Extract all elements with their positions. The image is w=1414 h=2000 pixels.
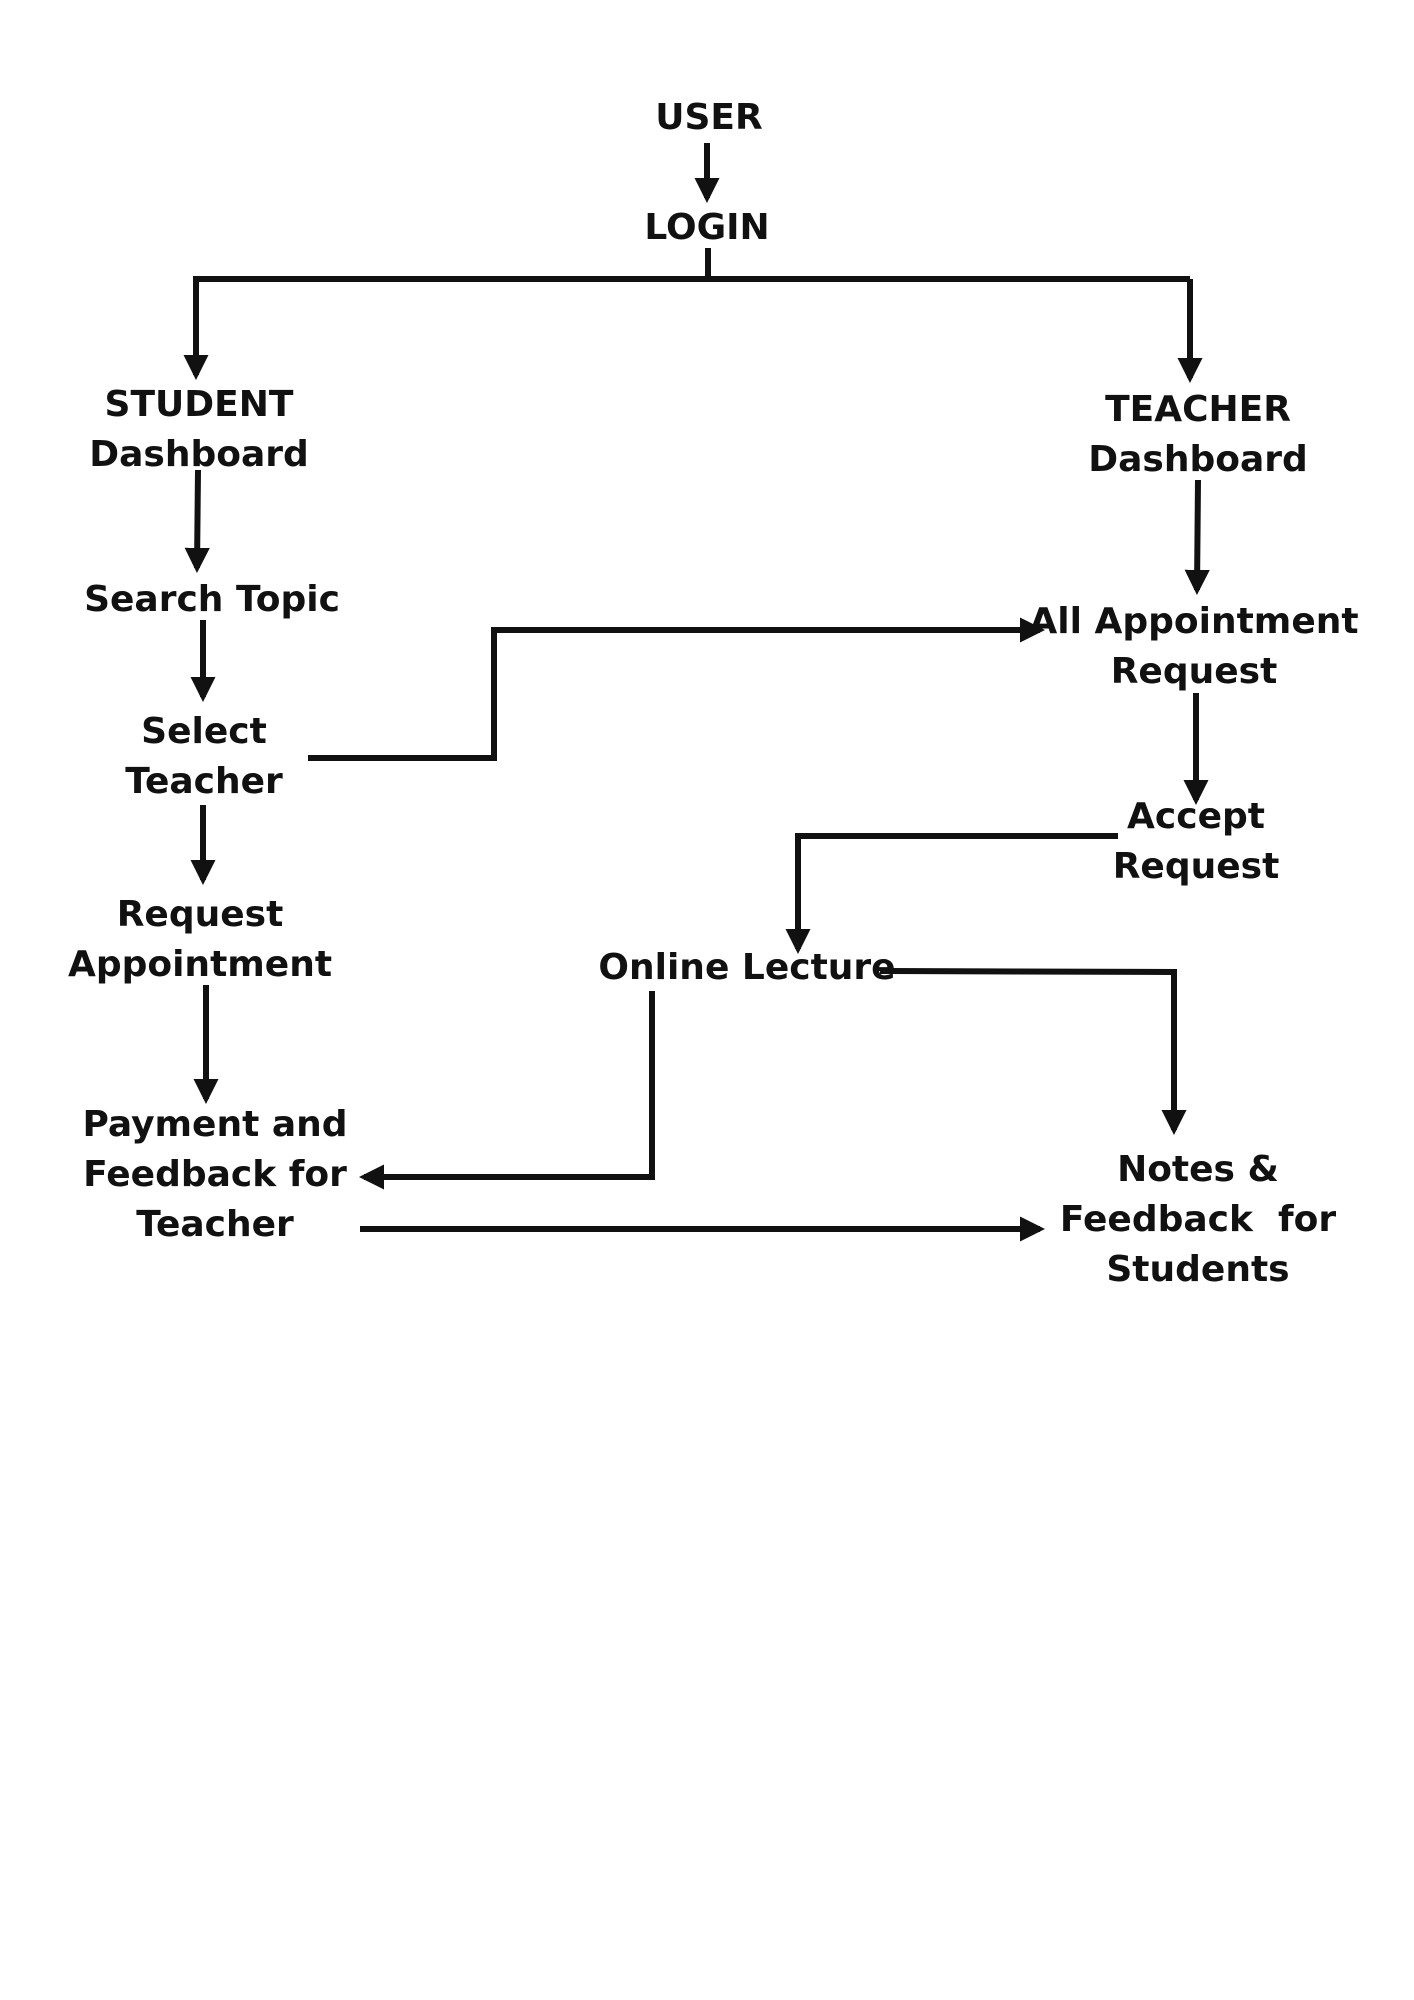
node-teacher-dashboard: TEACHER Dashboard (1088, 385, 1308, 485)
node-online-lecture-line-1: Online Lecture (598, 947, 896, 988)
node-notes-feedback: Notes & Feedback for Students (1060, 1145, 1336, 1295)
node-payment-feedback-line-1: Payment and (82, 1104, 348, 1145)
node-login-line-1: LOGIN (644, 207, 770, 248)
arrow-login-to-student-dashboard (183, 276, 1190, 381)
node-request-appointment: Request Appointment (68, 890, 332, 990)
node-notes-feedback-line-2: Feedback for (1059, 1199, 1337, 1240)
node-teacher-dashboard-line-1: TEACHER (1105, 389, 1291, 430)
node-select-teacher-line-2: Teacher (125, 761, 283, 802)
arrow-online-lecture-to-payment (358, 991, 655, 1190)
node-user: USER (655, 93, 762, 143)
node-accept-request-line-1: Accept (1127, 796, 1265, 837)
arrow-select-teacher-to-all-appointment-request (308, 617, 1046, 761)
node-select-teacher-line-1: Select (141, 711, 267, 752)
node-select-teacher: Select Teacher (125, 707, 283, 807)
node-request-appointment-line-2: Appointment (67, 944, 333, 985)
node-notes-feedback-line-3: Students (1106, 1249, 1290, 1290)
node-search-topic-line-1: Search Topic (84, 579, 340, 620)
node-all-appointment-request: All Appointment Request (1029, 597, 1358, 697)
node-online-lecture: Online Lecture (598, 943, 895, 993)
node-payment-feedback: Payment and Feedback for Teacher (82, 1100, 347, 1250)
node-student-dashboard: STUDENT Dashboard (89, 380, 309, 480)
node-accept-request: Accept Request (1113, 792, 1280, 892)
node-request-appointment-line-1: Request (116, 894, 284, 935)
node-teacher-dashboard-line-2: Dashboard (1088, 439, 1308, 480)
arrow-online-lecture-to-notes-feedback (879, 968, 1187, 1136)
node-search-topic: Search Topic (84, 575, 340, 625)
arrow-teacher-dashboard-to-all-appointment-request (1184, 479, 1210, 596)
node-payment-feedback-line-2: Feedback for (83, 1154, 347, 1195)
node-payment-feedback-line-3: Teacher (136, 1204, 294, 1245)
node-notes-feedback-line-1: Notes & (1117, 1149, 1279, 1190)
arrow-student-dashboard-to-search-topic (184, 469, 210, 574)
node-all-appointment-request-line-1: All Appointment (1029, 601, 1359, 642)
node-accept-request-line-2: Request (1112, 846, 1280, 887)
node-student-dashboard-line-2: Dashboard (89, 434, 309, 475)
node-student-dashboard-line-1: STUDENT (104, 384, 294, 425)
arrow-accept-request-to-online-lecture (785, 833, 1118, 955)
node-user-line-1: USER (655, 97, 763, 138)
node-login: LOGIN (644, 203, 769, 253)
node-all-appointment-request-line-2: Request (1110, 651, 1278, 692)
